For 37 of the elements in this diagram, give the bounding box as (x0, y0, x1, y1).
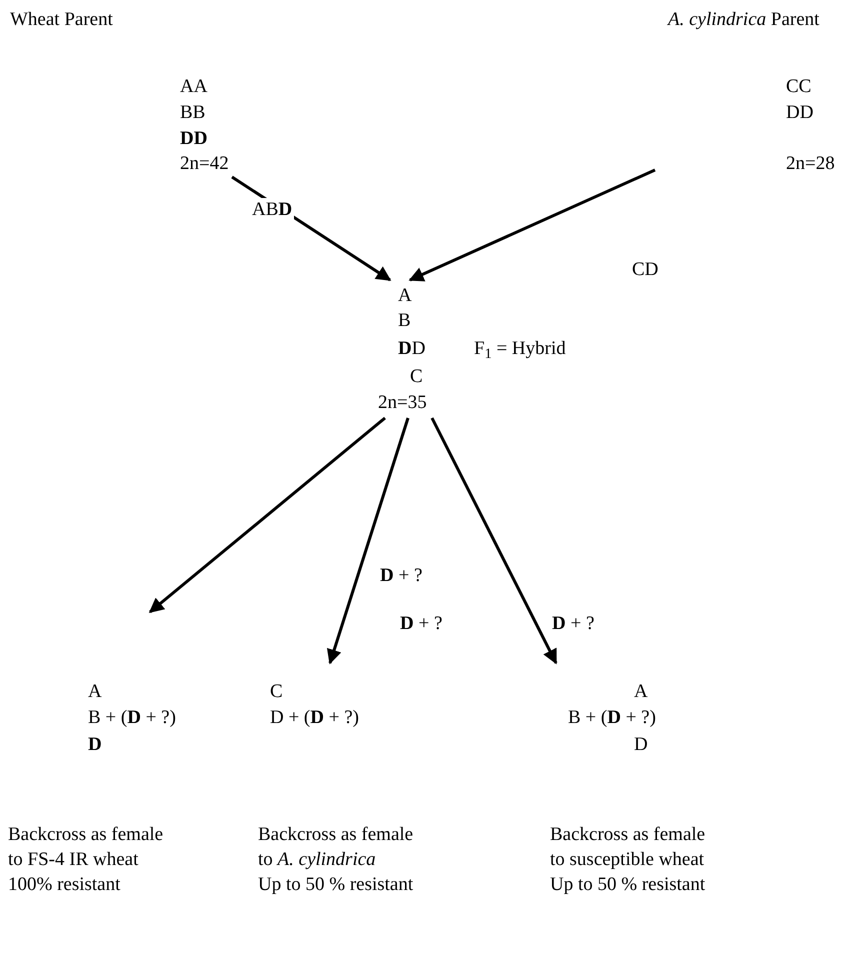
genome-line: B + (D + ?) (88, 706, 176, 730)
parent-label: A. cylindrica Parent (668, 8, 820, 32)
cross-note: Backcross as female (550, 823, 706, 847)
genome-line: D (634, 733, 648, 757)
arrow (148, 416, 386, 614)
genome-line: DD (180, 127, 208, 151)
chromosome-count: 2n=28 (786, 152, 835, 176)
genome-line: DD (786, 101, 814, 125)
genome-line: DD (398, 337, 426, 361)
cross-note: Backcross as female (258, 823, 414, 847)
arrow (430, 417, 558, 664)
cross-note: to A. cylindrica (258, 848, 376, 872)
genome-line: B + (D + ?) (568, 706, 656, 730)
cross-note: Up to 50 % resistant (258, 873, 414, 897)
cross-note: Backcross as female (8, 823, 164, 847)
arrow (408, 168, 656, 282)
genome-line: D + (D + ?) (270, 706, 359, 730)
cross-note: to FS-4 IR wheat (8, 848, 138, 872)
genome-line: C (410, 365, 423, 389)
genome-line: A (398, 284, 412, 308)
cross-note: 100% resistant (8, 873, 120, 897)
chromosome-count: 2n=35 (378, 391, 427, 415)
genome-line: D (88, 733, 102, 757)
genome-line: CC (786, 75, 812, 99)
edge-label: ABD (250, 198, 294, 222)
genome-line: B (398, 309, 411, 333)
genome-line: BB (180, 101, 206, 125)
parent-label: Wheat Parent (10, 8, 113, 32)
genome-line: AA (180, 75, 208, 99)
genome-line: A (88, 680, 102, 704)
genome-line: C (270, 680, 283, 704)
chromosome-count: 2n=42 (180, 152, 229, 176)
hybrid-label: F$_{1}$ = Hybrid (474, 337, 566, 361)
cross-note: Up to 50 % resistant (550, 873, 706, 897)
genome-line: A (634, 680, 648, 704)
arrow (326, 418, 410, 664)
cross-note: to susceptible wheat (550, 848, 704, 872)
